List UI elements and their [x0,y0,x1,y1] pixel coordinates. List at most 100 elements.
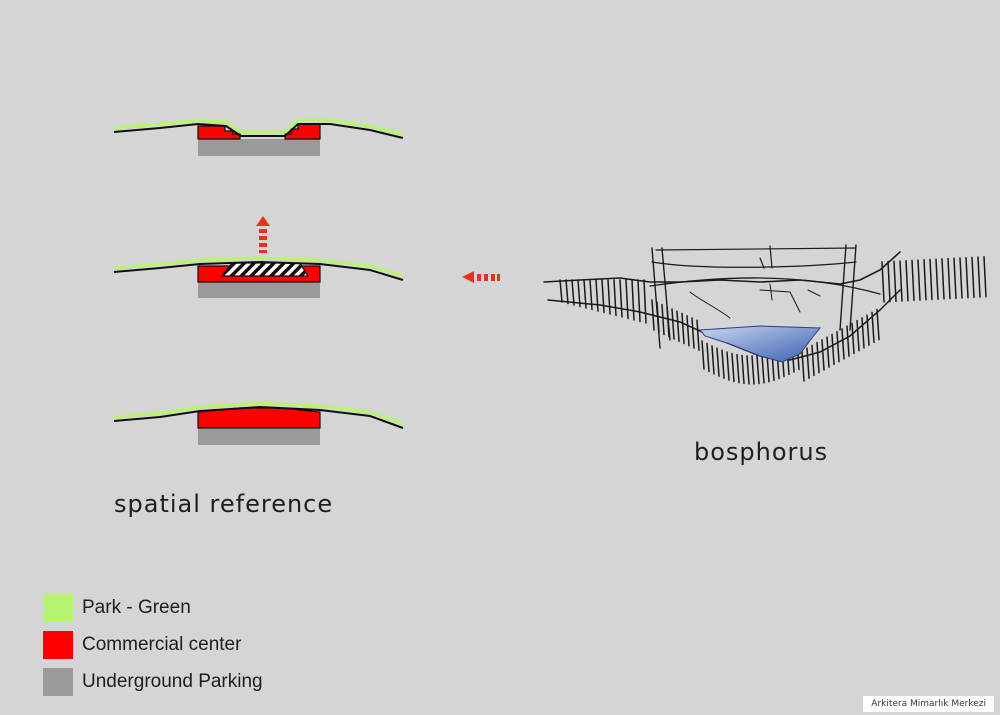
hatch-stroke [671,308,675,340]
bosphorus-caption: bosphorus [694,438,829,466]
legend-item-park: Park - Green [43,594,263,622]
hatch-stroke [716,347,720,377]
legend-swatch [43,631,73,659]
hatch-stroke [666,306,670,338]
legend-label: Underground Parking [82,671,263,692]
commercial-block [197,407,321,429]
hatched-volume [220,262,310,277]
hatch-stroke [651,299,655,331]
park-line [113,118,404,136]
hatch-stroke [746,355,750,385]
hatch-stroke [881,261,885,303]
hatch-stroke [696,319,700,351]
hatch-stroke [691,317,695,349]
bridge-pylon [651,244,857,349]
hatch-stroke [866,314,870,346]
hatch-stroke [983,256,987,298]
hatch-stroke [736,353,740,384]
hatch-stroke [923,259,927,301]
hatch-stroke [876,308,880,341]
legend-swatch [43,668,73,696]
hatch-stroke [619,279,623,318]
bridge-deck [649,261,881,295]
credit-label: Arkitera Mimarlık Merkezi [863,696,994,712]
hatch-stroke [607,279,611,315]
sketch-top-ground [543,251,901,285]
hatch-stroke [613,279,617,317]
hatch-stroke [911,259,915,302]
hatch-stroke [676,310,680,342]
hatch-stroke [929,258,933,301]
sketch-lines [689,283,821,319]
hatch-stroke [917,259,921,301]
hatch-stroke [887,260,891,303]
park-line [113,256,404,278]
hatch-stroke [631,279,635,321]
parking-block [198,282,320,298]
hatch-stroke [726,351,730,381]
bosphorus-sketch [543,244,987,385]
legend-item-parking: Underground Parking [43,668,263,696]
bridge-cable [655,245,857,269]
legend: Park - Green Commercial center Undergrou… [43,594,263,705]
hatch-stroke [589,279,593,311]
hatch-stroke [577,279,581,308]
section-emerging-volume [113,256,404,298]
hatch-stroke [806,347,810,379]
hatch-stroke [959,257,963,299]
hatch-stroke [861,317,865,349]
hatch-stroke [595,279,599,312]
hatch-stroke [816,341,820,374]
hatch-stroke [851,322,855,355]
hatch-stroke [971,256,975,299]
hatch-stroke [811,344,815,377]
hatch-stroke [706,342,710,373]
ground-line [113,122,404,139]
sketch-valley [547,289,901,361]
hatch-stroke [583,279,587,309]
hatch-stroke [831,333,835,366]
hatch-stroke [836,330,840,363]
left-arrow [462,271,500,283]
hatch-stroke [826,336,830,368]
hatch-stroke [701,340,705,370]
hatch-stroke [935,258,939,300]
hatch-stroke [625,279,629,320]
hatch-stroke [741,354,745,385]
hatch-stroke [905,259,909,302]
hatch-stroke [893,260,897,303]
hatch-stroke [559,279,563,303]
hatch-stroke [656,301,660,333]
hatch-stroke [565,279,569,305]
ground-line [113,405,404,429]
hatch-stroke [801,350,805,382]
hatch-stroke [661,303,665,336]
slope-hatching [559,256,987,385]
hatch-stroke [947,257,951,300]
legend-item-commercial: Commercial center [43,631,263,659]
water [698,325,822,363]
parking-block [198,139,320,156]
park-line [113,401,404,426]
hatch-stroke [571,279,575,306]
spatial-reference-caption: spatial reference [114,490,334,518]
parking-block [198,428,320,445]
hatch-stroke [871,311,875,344]
hatch-stroke [721,349,725,379]
hatch-stroke [977,256,981,298]
up-arrow [256,216,270,253]
ground-line [113,260,404,281]
hatch-stroke [751,355,755,385]
legend-label: Commercial center [82,634,242,655]
hatch-stroke [711,345,715,375]
hatch-stroke [953,257,957,300]
hatch-stroke [686,315,690,347]
hatch-stroke [899,260,903,302]
hatch-stroke [731,352,735,383]
hatch-stroke [841,328,845,360]
section-sunken-courtyard [113,118,404,156]
hatch-stroke [637,279,641,323]
hatch-stroke [965,256,969,299]
legend-swatch [43,594,73,622]
